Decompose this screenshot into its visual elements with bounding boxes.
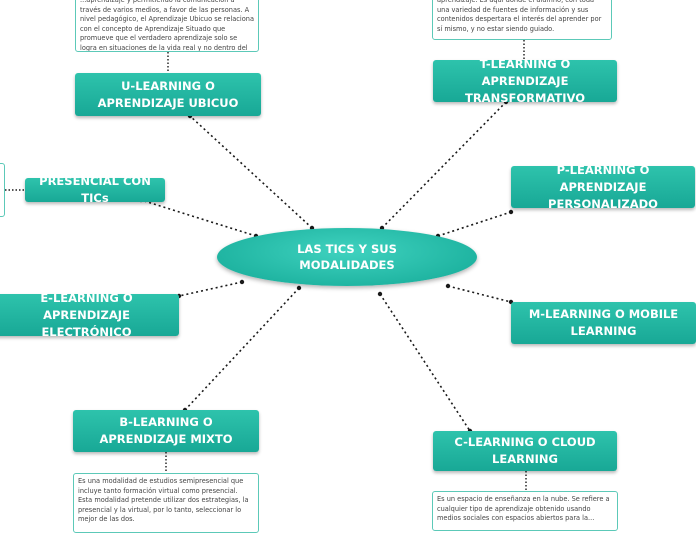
node-cloud[interactable]: C-LEARNING O CLOUD LEARNING [433,431,617,471]
connector-cloud [379,293,471,432]
node-transformativo[interactable]: T-LEARNING O APRENDIZAJE TRANSFORMATIVO [433,57,617,105]
node-presencial-label: PRESENCIAL CON TICs [39,174,151,205]
note-ubicuo-text: ...aprendizaje y permitiendo la comunica… [80,0,255,52]
note-cloud-text: Es un espacio de enseñanza en la nube. S… [437,495,610,523]
node-mobile-label: M-LEARNING O MOBILE LEARNING [528,307,679,338]
connector-presencial [140,199,257,237]
connector-transformativo [381,101,507,229]
node-transformativo-label: T-LEARNING O APRENDIZAJE TRANSFORMATIVO [464,56,586,105]
connector-mixto [184,287,300,411]
connector-personalizado [437,211,512,237]
note-ubicuo: ...aprendizaje y permitiendo la comunica… [75,0,259,52]
node-electronico[interactable]: E-LEARNING O APRENDIZAJE ELECTRÓNICO [0,291,179,339]
connector-ubicuo [189,115,313,229]
node-mixto[interactable]: B-LEARNING O APRENDIZAJE MIXTO [73,410,259,452]
note-transformativo: aprendizaje. Es aquí donde el alumno, co… [432,0,612,40]
note-cloud: Es un espacio de enseñanza en la nube. S… [432,491,618,531]
connector-electronico [178,281,243,297]
node-cloud-label: C-LEARNING O CLOUD LEARNING [454,435,596,466]
central-topic[interactable]: LAS TICS Y SUS MODALIDADES [217,228,477,286]
connector-mobile [447,285,512,303]
note-presencial [0,163,5,217]
node-personalizado[interactable]: P-LEARNING O APRENDIZAJE PERSONALIZADO [511,163,695,211]
node-electronico-label: E-LEARNING O APRENDIZAJE ELECTRÓNICO [40,290,133,339]
node-mobile[interactable]: M-LEARNING O MOBILE LEARNING [511,302,696,344]
node-mixto-label: B-LEARNING O APRENDIZAJE MIXTO [99,415,233,446]
node-presencial[interactable]: PRESENCIAL CON TICs [25,174,165,205]
node-ubicuo[interactable]: U-LEARNING O APRENDIZAJE UBICUO [75,73,261,116]
note-transformativo-text: aprendizaje. Es aquí donde el alumno, co… [437,0,602,33]
note-mixto-text: Es una modalidad de estudios semipresenc… [78,477,249,524]
node-ubicuo-label: U-LEARNING O APRENDIZAJE UBICUO [97,78,239,110]
node-personalizado-label: P-LEARNING O APRENDIZAJE PERSONALIZADO [548,162,658,211]
central-topic-label: LAS TICS Y SUS MODALIDADES [297,242,397,272]
note-mixto: Es una modalidad de estudios semipresenc… [73,473,259,533]
